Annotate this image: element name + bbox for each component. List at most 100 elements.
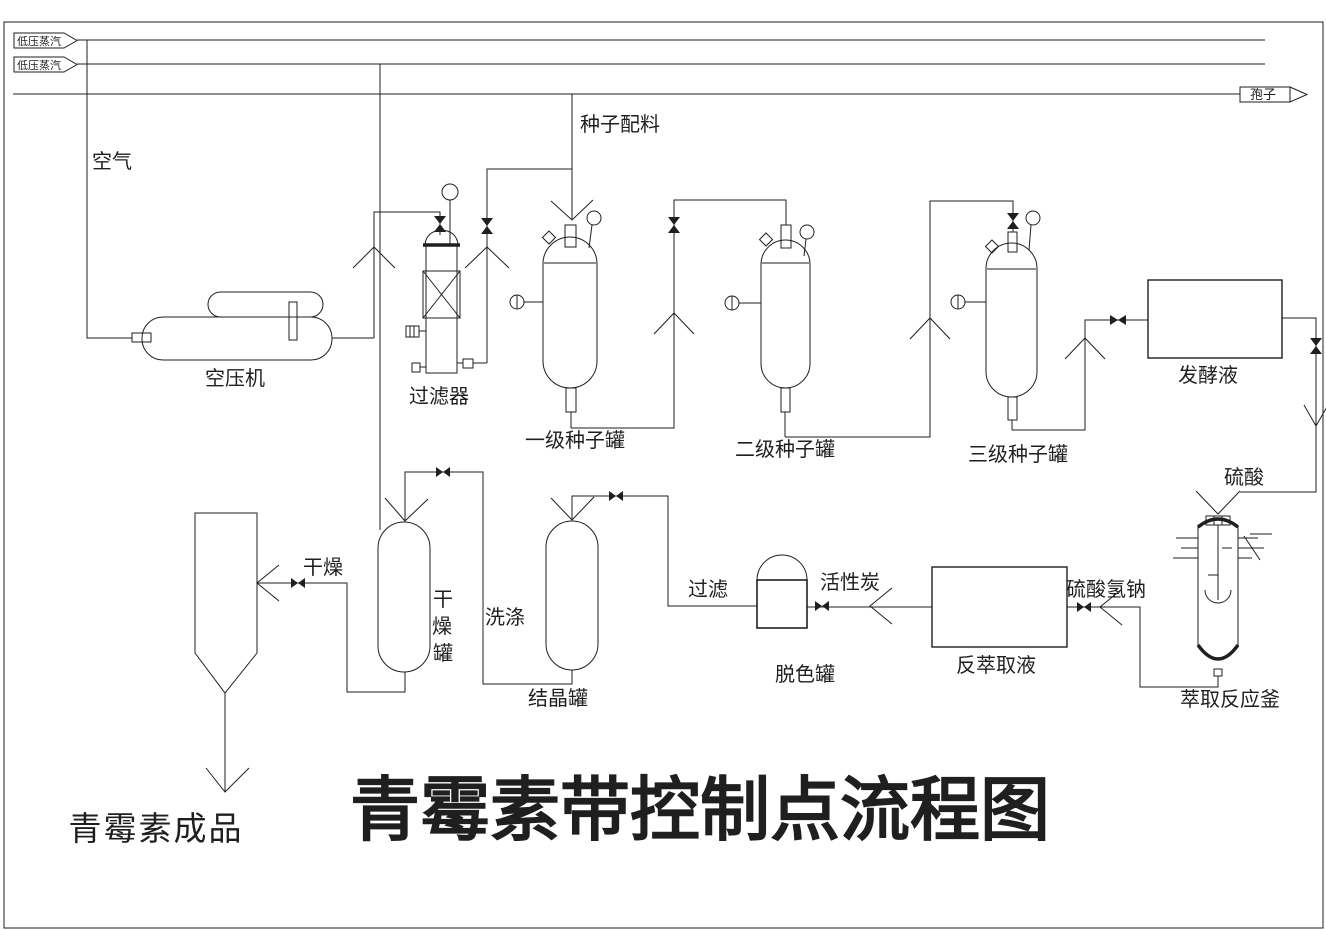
valve — [1310, 338, 1322, 354]
compressor-port — [288, 301, 298, 341]
inlet-nozzle — [780, 224, 792, 249]
extraction-reactor: 萃取反应釜 — [1173, 515, 1280, 711]
seed-tank-1: 一级种子罐 — [509, 210, 625, 452]
drying-tank-label-char2: 燥 — [432, 614, 452, 638]
valve — [436, 467, 450, 477]
diagram-title: 青霉素带控制点流程图 — [350, 768, 1050, 851]
offpage-flag — [13, 56, 79, 73]
feed-funnel — [550, 199, 594, 221]
activated-carbon-label: 活性炭 — [820, 570, 880, 594]
seed-tank-1-label: 一级种子罐 — [525, 428, 625, 452]
jacket-hatch-right — [1238, 533, 1272, 561]
valve — [668, 217, 680, 233]
drying-tank: 干 燥 罐 — [377, 497, 453, 673]
broth-to-reactor-line: 硫酸 — [1195, 317, 1326, 515]
seed-feed-label: 种子配料 — [580, 112, 660, 136]
back-extraction-label: 反萃取液 — [956, 653, 1036, 677]
fermentation-broth-box: 发酵液 — [1147, 279, 1283, 387]
bottom-nozzle — [1213, 668, 1223, 677]
decolorization-tank: 脱色罐 — [756, 554, 835, 686]
flow-arrow-down — [205, 767, 250, 793]
air-filter: 过滤器 — [405, 183, 487, 408]
valve — [291, 578, 305, 588]
air-supply-line: 空气 — [86, 40, 132, 339]
valve — [481, 218, 493, 234]
seed-tank-2: 二级种子罐 — [724, 224, 835, 461]
instrument-bubble — [799, 224, 815, 240]
seed-tank-2-label: 二级种子罐 — [735, 437, 835, 461]
offpage-flag — [13, 32, 79, 49]
shoulder-nozzle — [984, 239, 1000, 254]
seed-tank-3-label: 三级种子罐 — [968, 442, 1068, 466]
drain-fitting — [411, 362, 421, 373]
steam-header-1: 低压蒸汽 — [13, 32, 1265, 49]
flow-arrow-left — [1099, 588, 1123, 626]
transfer-line-3-broth — [1012, 315, 1148, 431]
valve — [609, 491, 623, 501]
flow-arrow-up — [909, 317, 951, 340]
packing-x — [422, 270, 461, 319]
flow-arrow-up — [1064, 337, 1106, 360]
product-hopper: 青霉素成品 — [69, 512, 258, 848]
transfer-line-2-3 — [785, 200, 1019, 438]
shoulder-nozzle — [541, 230, 557, 245]
extraction-reactor-label: 萃取反应釜 — [1180, 687, 1280, 711]
crystallization-tank: 洗涤 结晶罐 — [404, 467, 599, 710]
instrument-bubble — [441, 183, 459, 201]
crystallization-tank-label: 结晶罐 — [528, 686, 588, 710]
flow-arrow-up — [352, 246, 396, 269]
impeller — [1204, 589, 1232, 604]
flow-arrow-down — [1303, 404, 1326, 428]
air-filter-label: 过滤器 — [409, 384, 469, 408]
compressed-air-riser — [352, 211, 446, 338]
shoulder-nozzle — [758, 232, 774, 247]
flow-arrow-up — [653, 312, 695, 335]
fermentation-broth-label: 发酵液 — [1178, 363, 1238, 387]
drying-label: 干燥 — [303, 555, 343, 579]
sodium-bisulfate-label: 硫酸氢钠 — [1066, 577, 1146, 601]
filtration-label: 过滤 — [688, 577, 728, 601]
product-label: 青霉素成品 — [69, 809, 244, 848]
backextraction-to-decolor-line: 活性炭 — [807, 570, 932, 625]
valve — [434, 216, 446, 232]
feed-funnel — [1195, 490, 1241, 515]
jacket-hatch-left — [1173, 537, 1198, 559]
bottom-nozzle — [565, 387, 577, 413]
valve — [1007, 213, 1019, 229]
drawing-border — [3, 21, 1324, 929]
feed-funnel — [550, 496, 595, 521]
drying-tank-label-char3: 罐 — [433, 641, 453, 665]
decolorization-tank-label: 脱色罐 — [775, 662, 835, 686]
decolor-to-crystallizer-line: 过滤 — [571, 491, 757, 607]
valve — [815, 601, 829, 611]
bottom-nozzle — [780, 387, 791, 413]
outlet-fitting — [462, 358, 474, 369]
inlet-nozzle — [1007, 231, 1018, 253]
seed-feed-line: 种子配料 — [550, 94, 660, 221]
gauge — [405, 325, 420, 338]
sulfuric-acid-label: 硫酸 — [1224, 465, 1264, 489]
steam-flag-label: 低压蒸汽 — [17, 58, 61, 72]
dryer-to-hopper-line: 干燥 — [256, 555, 406, 693]
feed-funnel — [384, 497, 429, 522]
compressor-inlet-nozzle — [131, 332, 152, 343]
filter-outlet-riser — [464, 168, 572, 363]
flow-arrow-left — [869, 587, 893, 625]
reactor-to-backextraction-line: 硫酸氢钠 — [1066, 577, 1219, 688]
valve — [1110, 315, 1126, 325]
instrument-bubble — [1025, 210, 1041, 226]
drying-tank-label-char1: 干 — [433, 587, 453, 611]
spore-flag-arrow — [1289, 86, 1309, 103]
steam-header-2: 低压蒸汽 — [13, 56, 1265, 73]
spore-line: 孢子 — [13, 86, 1309, 103]
washing-label: 洗涤 — [485, 605, 525, 629]
compressor-label: 空压机 — [205, 366, 265, 390]
seed-tank-3: 三级种子罐 — [950, 210, 1068, 466]
flow-arrow-up — [464, 246, 510, 269]
transfer-line-1-2 — [571, 199, 787, 429]
inlet-nozzle — [564, 224, 577, 248]
back-extraction-box: 反萃取液 — [931, 566, 1068, 677]
air-label: 空气 — [92, 149, 132, 173]
